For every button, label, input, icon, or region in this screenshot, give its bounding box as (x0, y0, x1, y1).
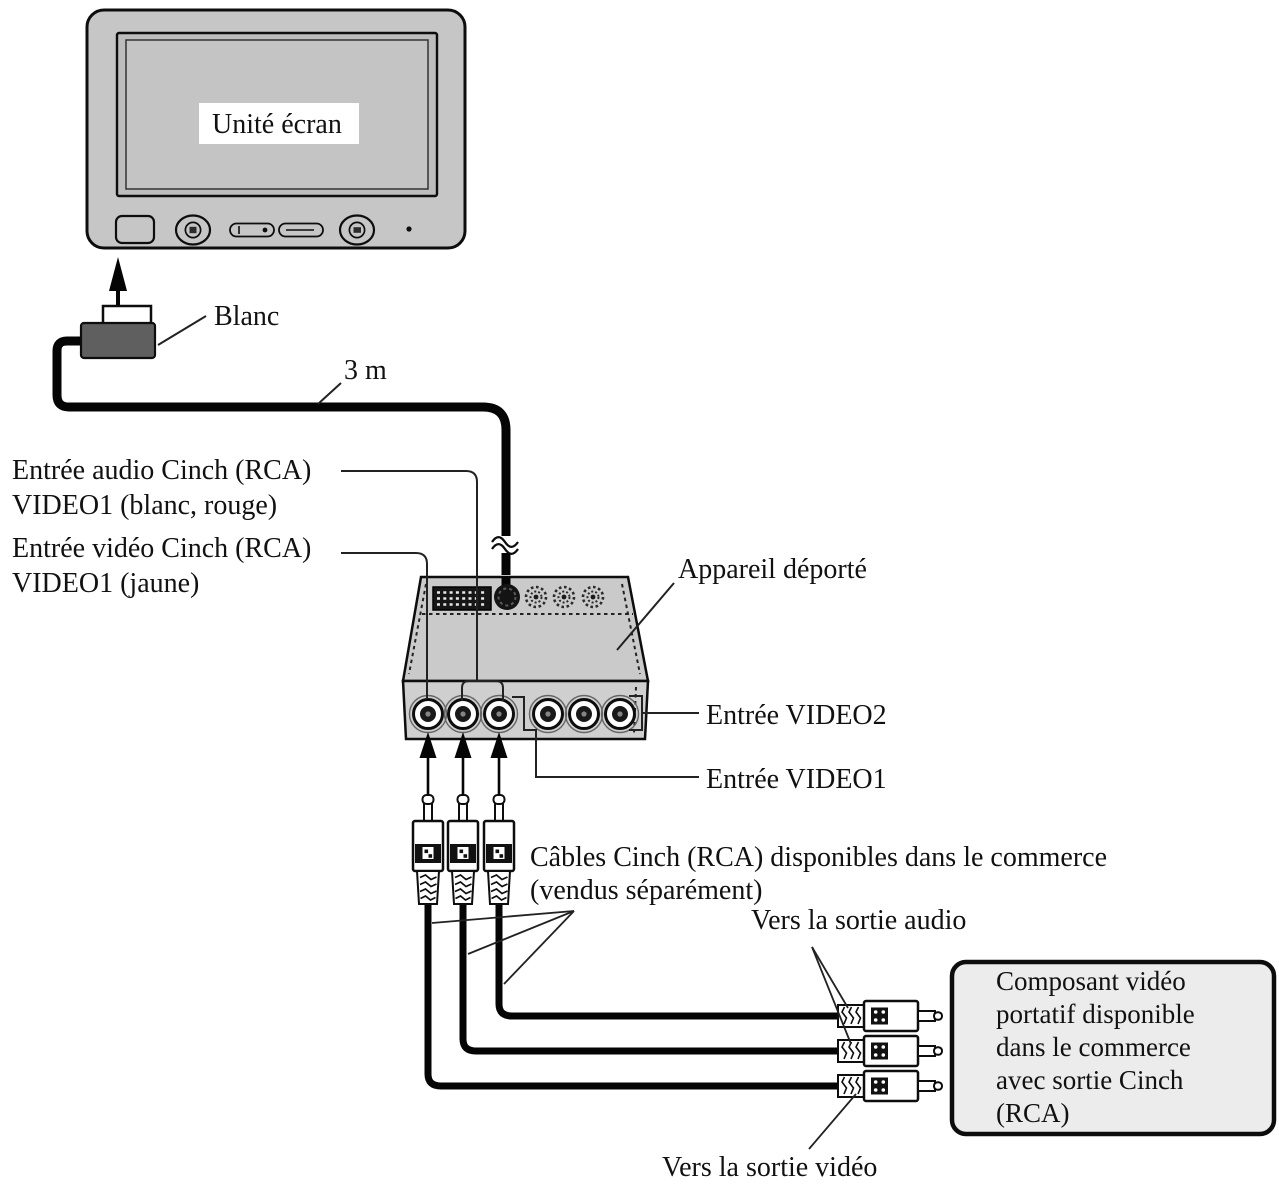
monitor-unit: Unité écran (85, 8, 467, 250)
rca-plug-audio-out-1 (836, 999, 944, 1033)
blanc-leader-line (157, 315, 207, 346)
slider-buttons-icon (229, 222, 324, 238)
video-input-label-line1: Entrée vidéo Cinch (RCA) (12, 533, 311, 564)
cable-length-label: 3 m (344, 355, 387, 386)
audio-input-label-line2: VIDEO1 (blanc, rouge) (12, 490, 277, 521)
up-arrow-to-monitor (109, 257, 127, 307)
rca-patch-cables (424, 903, 842, 1090)
component-box-line5: (RCA) (996, 1098, 1070, 1128)
cable-break-icon (491, 542, 519, 556)
video-output-leader-line (808, 1093, 857, 1150)
monitor-button (114, 214, 156, 245)
jack-video1-audio-l (443, 694, 483, 734)
hideaway-unit (401, 575, 650, 741)
plug-arrow-icon (453, 730, 473, 797)
cables-note-line1: Câbles Cinch (RCA) disponibles dans le c… (530, 842, 1107, 873)
cables-note-leader-lines (431, 910, 575, 985)
component-box-line1: Composant vidéo (996, 966, 1186, 996)
cable-socket-icon (494, 584, 520, 610)
audio-input-bracket (461, 680, 504, 701)
jack-video2-1 (528, 694, 568, 734)
rca-plug-video (411, 793, 445, 906)
display-connector (79, 304, 157, 360)
knob-right-icon (338, 214, 376, 246)
jack-video1-video (408, 694, 448, 734)
cables-note-line2: (vendus séparément) (530, 875, 762, 906)
audio-input-leader-line (341, 470, 478, 681)
power-led-dot (406, 226, 412, 232)
connector-color-label: Blanc (214, 301, 279, 332)
hideaway-leader-line (616, 582, 675, 651)
audio-input-label-line1: Entrée audio Cinch (RCA) (12, 455, 311, 486)
rca-plug-audio-r (482, 793, 516, 906)
video-output-label: Vers la sortie vidéo (662, 1152, 877, 1183)
video1-bracket-leader (512, 696, 699, 778)
component-box: Composant vidéo portatif disponible dans… (949, 959, 1277, 1137)
pin-connector-block (432, 586, 492, 611)
video2-input-label: Entrée VIDEO2 (706, 700, 887, 731)
component-box-line3: dans le commerce (996, 1032, 1191, 1062)
jack-video2-2 (564, 694, 604, 734)
display-cable (52, 336, 519, 575)
jack-video2-3 (600, 694, 640, 734)
plug-arrow-icon (418, 730, 438, 797)
monitor-label-bg (199, 103, 359, 144)
rca-plug-audio-out-2 (836, 1034, 944, 1068)
monitor-label: Unité écran (212, 109, 342, 140)
audio-output-label: Vers la sortie audio (751, 905, 966, 936)
cable-length-leader-line (317, 382, 342, 405)
video1-input-label: Entrée VIDEO1 (706, 764, 887, 795)
rca-plug-audio-l (446, 793, 480, 906)
component-box-line2: portatif disponible (996, 999, 1195, 1029)
video-input-label-line2: VIDEO1 (jaune) (12, 568, 199, 599)
video-input-leader-line (341, 552, 428, 698)
knob-left-icon (174, 214, 212, 246)
component-box-line4: avec sortie Cinch (996, 1065, 1184, 1095)
hideaway-unit-label: Appareil déporté (678, 554, 867, 585)
audio-output-leader-lines (811, 946, 852, 1045)
plug-arrow-icon (489, 730, 509, 797)
jack-video1-audio-r (479, 694, 519, 734)
cable-break-icon (491, 535, 519, 549)
